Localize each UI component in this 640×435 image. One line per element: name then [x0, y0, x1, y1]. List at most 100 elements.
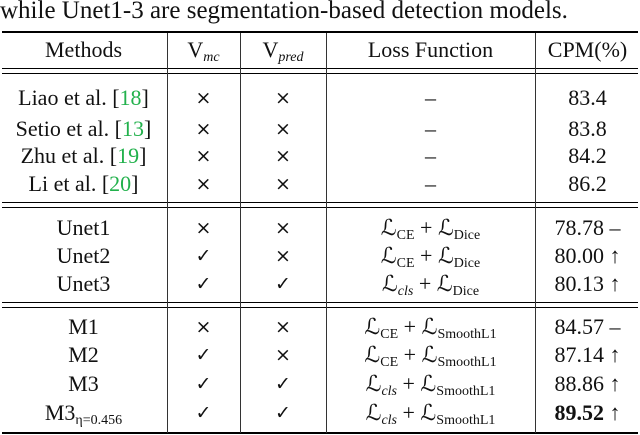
method-subscript: η=0.456 [75, 413, 123, 428]
loss-function-cell: ℒcls + ℒSmoothL1 [326, 400, 535, 434]
header-loss: Loss Function [367, 37, 494, 62]
cpm-best-value: 89.52 [554, 400, 605, 425]
vmc-mark: ✓ [195, 373, 212, 395]
loss-function-cell: ℒCE + ℒSmoothL1 [326, 342, 535, 376]
vmc-mark: × [195, 316, 212, 338]
plus-sign: + [398, 342, 422, 367]
cpm-value: 86.2 [568, 171, 607, 196]
method-name: Unet1 [56, 215, 111, 240]
vpred-mark: × [275, 316, 291, 338]
vpred-mark: × [275, 145, 291, 167]
vpred-mark: × [275, 344, 291, 366]
vmc-mark: × [195, 87, 212, 109]
col-divider-1 [167, 33, 168, 433]
method-label: M3 [68, 371, 99, 396]
loss-term-2: Dice [453, 228, 481, 243]
loss-symbol: ℒ [421, 314, 438, 339]
header-methods: Methods [45, 37, 122, 62]
cpm-value: 88.86 ↑ [554, 371, 621, 396]
loss-term-2: Dice [452, 284, 480, 299]
loss-term-2: SmoothL1 [437, 355, 497, 370]
group1-rule-2 [2, 207, 638, 208]
group2-rule-2 [2, 307, 638, 308]
method-name: Zhu et al. [19] [0, 143, 167, 169]
vmc-mark: × [195, 173, 212, 195]
bracket: ] [139, 143, 147, 168]
group1-rule-1 [2, 202, 638, 203]
cpm-value: 83.8 [568, 116, 607, 141]
citation-link: 13 [121, 116, 144, 141]
header-rule-1 [2, 68, 638, 69]
method-name: Setio et al. [13] [0, 116, 167, 142]
vmc-mark: ✓ [195, 273, 212, 295]
method-label: Li et al. [ [28, 171, 110, 196]
col-divider-3 [326, 33, 327, 433]
loss-symbol: ℒ [437, 243, 454, 268]
citation-link: 18 [119, 85, 142, 110]
vmc-mark: × [195, 118, 212, 140]
vmc-mark: ✓ [195, 402, 212, 424]
loss-term-1: CE [380, 327, 399, 342]
loss-term-1: cls [381, 413, 397, 428]
loss-function-cell: – [425, 85, 436, 110]
cpm-value: 78.78 – [554, 215, 621, 240]
loss-symbol: ℒ [365, 371, 382, 396]
loss-term-1: cls [397, 284, 414, 299]
method-name: M3 [0, 371, 167, 397]
loss-symbol: ℒ [420, 400, 437, 425]
vpred-mark: × [275, 245, 291, 267]
cpm-value: 87.14 ↑ [554, 342, 621, 367]
loss-symbol: ℒ [421, 342, 438, 367]
bottom-rule [2, 432, 638, 434]
method-name: M2 [0, 342, 167, 368]
method-label: Liao et al. [ [18, 85, 120, 110]
loss-term-1: cls [381, 384, 397, 399]
plus-sign: + [414, 243, 438, 268]
table-caption: while Unet1-3 are segmentation-based det… [0, 0, 568, 24]
method-name: M1 [0, 314, 167, 340]
loss-symbol: ℒ [420, 371, 437, 396]
plus-sign: + [414, 215, 438, 240]
header-vpred: Vpred [262, 37, 304, 65]
loss-function-cell: – [425, 171, 436, 196]
group2-rule-1 [2, 302, 638, 303]
col-divider-2 [240, 33, 241, 433]
loss-symbol: ℒ [437, 215, 454, 240]
plus-sign: + [397, 371, 421, 396]
loss-symbol: ℒ [380, 215, 397, 240]
vpred-mark: × [275, 173, 291, 195]
loss-term-2: SmoothL1 [436, 384, 496, 399]
vpred-mark: ✓ [275, 402, 291, 424]
loss-function-cell: ℒcls + ℒSmoothL1 [326, 371, 535, 405]
loss-symbol: ℒ [436, 271, 453, 296]
vpred-mark: ✓ [275, 373, 291, 395]
cpm-value: 80.13 ↑ [554, 271, 621, 296]
loss-term-2: SmoothL1 [437, 327, 497, 342]
loss-term-2: Dice [453, 256, 481, 271]
method-label: Setio et al. [ [15, 116, 122, 141]
bracket: ] [131, 171, 139, 196]
vpred-mark: × [275, 118, 291, 140]
header-rule-2 [2, 73, 638, 74]
cpm-value: 84.57 – [554, 314, 621, 339]
cpm-value: 89.52 ↑ [535, 400, 640, 426]
method-label: Zhu et al. [ [20, 143, 118, 168]
method-name: Unet3 [56, 271, 111, 296]
col-divider-4 [535, 33, 536, 433]
loss-symbol: ℒ [381, 271, 398, 296]
cpm-value: 84.2 [568, 143, 607, 168]
loss-term-1: CE [396, 256, 415, 271]
method-name: Li et al. [20] [0, 171, 167, 197]
loss-symbol: ℒ [364, 314, 381, 339]
method-label: M2 [68, 342, 99, 367]
method-label: M1 [68, 314, 99, 339]
loss-term-1: CE [380, 355, 399, 370]
citation-link: 20 [109, 171, 132, 196]
loss-function-cell: ℒCE + ℒSmoothL1 [326, 314, 535, 348]
loss-function-cell: ℒCE + ℒDice [326, 215, 535, 249]
method-name: M3η=0.456 [0, 400, 167, 434]
loss-function-cell: ℒcls + ℒDice [326, 271, 535, 305]
method-name: Liao et al. [18] [0, 85, 167, 111]
header-vmc: Vmc [187, 37, 220, 65]
method-label: M3 [44, 400, 76, 425]
